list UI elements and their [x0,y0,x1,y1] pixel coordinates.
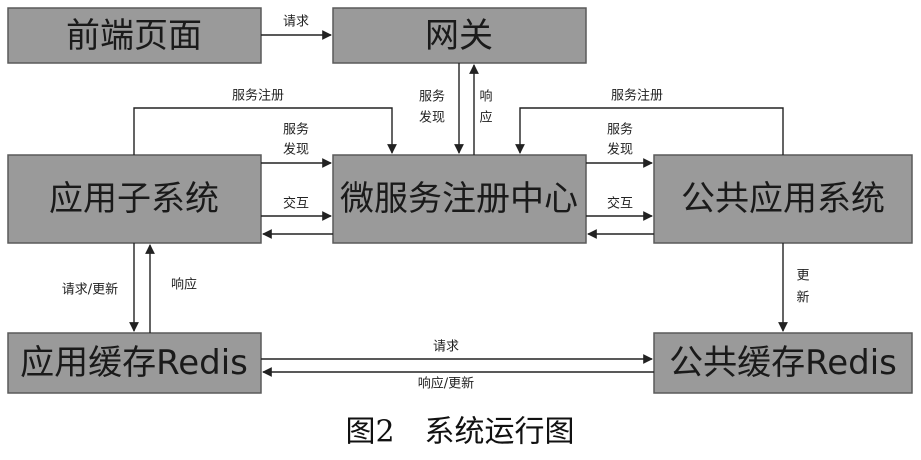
edge-interact-right-label: 交互 [607,196,633,212]
edge-left-register [133,107,397,155]
edge-request-label: 请求 [283,15,309,30]
node-registry: 微服务注册中心 [332,154,587,244]
node-registry-label: 微服务注册中心 [340,179,578,219]
edge-register-right-label: 服务注册 [611,88,663,104]
node-public-cache-label: 公共缓存Redis [669,343,897,383]
node-gateway-label: 网关 [425,16,493,56]
edge-req-update-label: 请求/更新 [62,282,118,298]
edge-right-register [515,107,784,155]
edge-update-label-2: 新 [796,290,809,306]
node-public-cache: 公共缓存Redis [653,332,913,394]
node-public-app: 公共应用系统 [653,154,913,244]
node-app-subsystem: 应用子系统 [7,154,262,244]
edge-gw-response-label-1: 响 [479,89,492,105]
node-app-cache: 应用缓存Redis [7,332,262,394]
edge-left-discovery-label-2: 发现 [283,142,309,158]
edge-response-label: 响应 [171,277,197,293]
edge-cache-response-label: 响应/更新 [418,376,474,392]
node-frontend: 前端页面 [7,7,262,64]
node-gateway: 网关 [332,7,587,64]
node-app-cache-label: 应用缓存Redis [20,343,248,383]
edge-gw-discovery-label-1: 服务 [419,89,445,105]
edge-right-discovery-label-1: 服务 [607,122,633,138]
edge-gw-discovery-label-2: 发现 [419,110,445,126]
edge-gw-response-label-2: 应 [479,110,492,126]
edge-update-label-1: 更 [796,269,809,284]
edge-left-discovery-label-1: 服务 [283,122,309,138]
figure-caption: 图2 系统运行图 [345,415,574,450]
node-public-app-label: 公共应用系统 [681,179,885,219]
edge-register-left-label: 服务注册 [232,88,284,104]
edge-right-discovery-label-2: 发现 [607,142,633,158]
node-app-subsystem-label: 应用子系统 [49,179,219,219]
edge-cache-request-label: 请求 [433,340,459,355]
edge-interact-left-label: 交互 [283,196,309,212]
node-frontend-label: 前端页面 [66,16,202,56]
